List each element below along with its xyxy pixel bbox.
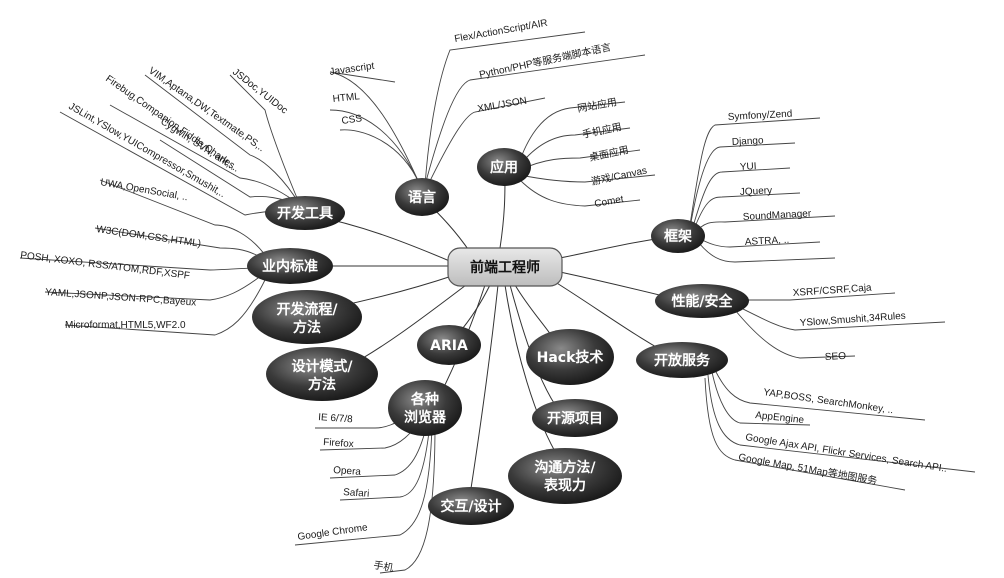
leaf-jsdoc: JSDoc,YUIDoc <box>230 67 289 117</box>
topic-lang: 语言 <box>395 178 449 216</box>
svg-text:方法: 方法 <box>293 319 321 336</box>
svg-text:ARIA: ARIA <box>430 338 468 354</box>
svg-text:开源项目: 开源项目 <box>547 410 603 427</box>
leaf-flex: Flex/ActionScript/AIR <box>454 18 549 45</box>
leaf-appengine: AppEngine <box>755 410 805 426</box>
leaf-w3c: W3C(DOM,CSS,HTML) <box>96 224 202 250</box>
topic-interaction: 交互/设计 <box>428 487 514 525</box>
leaf-mobile: 手机 <box>372 558 394 574</box>
topic-pattern: 设计模式/ 方法 <box>266 347 378 401</box>
leaf-web-app: 网站应用 <box>576 95 618 115</box>
center-node: 前端工程师 <box>447 247 563 287</box>
leaf-game-canvas: 游戏/Canvas <box>590 163 648 188</box>
leaf-yui: YUI <box>740 161 757 173</box>
leaf-ie: IE 6/7/8 <box>318 412 354 425</box>
leaf-desktop-app: 桌面应用 <box>588 143 630 164</box>
leaf-yslow: YSlow,Smushit,34Rules <box>799 311 906 329</box>
leaf-opera: Opera <box>333 465 362 478</box>
svg-text:方法: 方法 <box>308 376 336 393</box>
svg-text:开发工具: 开发工具 <box>277 205 333 222</box>
topic-nodes: 语言 应用 开发工具 框架 业内标准 开发流程/ 方法 设计模式/ 方法 <box>247 148 749 525</box>
leaf-mobile-app: 手机应用 <box>581 120 623 141</box>
leaf-python-php: Python/PHP等服务端脚本语言 <box>478 40 612 81</box>
leaf-seo: SEO <box>825 351 847 363</box>
svg-text:交互/设计: 交互/设计 <box>440 498 501 515</box>
center-title: 前端工程师 <box>470 259 540 276</box>
svg-text:业内标准: 业内标准 <box>262 258 318 275</box>
topic-devtools: 开发工具 <box>265 196 345 230</box>
svg-text:语言: 语言 <box>408 189 436 206</box>
leaf-comet: Comet <box>594 194 625 210</box>
leaf-xsrf: XSRF/CSRF,Caja <box>792 282 872 299</box>
svg-text:开发流程/: 开发流程/ <box>276 301 338 318</box>
svg-text:浏览器: 浏览器 <box>404 409 447 426</box>
topic-aria: ARIA <box>417 325 481 365</box>
svg-text:应用: 应用 <box>490 159 518 176</box>
topic-perf: 性能/安全 <box>655 284 749 318</box>
leaf-safari: Safari <box>343 487 370 500</box>
leaf-yaml: YAML,JSONP,JSON-RPC,Bayeux <box>45 287 197 309</box>
leaf-uwa: UWA,OpenSocial, .. <box>99 177 188 203</box>
svg-text:表现力: 表现力 <box>543 477 586 494</box>
topic-opensource: 开源项目 <box>532 399 618 437</box>
topic-framework: 框架 <box>651 219 705 253</box>
topic-app: 应用 <box>477 148 531 186</box>
topic-hack: Hack技术 <box>526 329 614 385</box>
leaf-lines <box>19 31 976 574</box>
leaf-jquery: JQuery <box>740 185 773 198</box>
svg-text:性能/安全: 性能/安全 <box>671 293 733 310</box>
leaf-chrome: Google Chrome <box>297 522 369 543</box>
leaf-microformat: Microformat,HTML5,WF2.0 <box>65 320 186 331</box>
topic-open: 开放服务 <box>636 342 728 378</box>
leaf-html: HTML <box>332 91 361 105</box>
leaf-css: CSS <box>341 113 363 127</box>
svg-text:Hack技术: Hack技术 <box>537 349 604 366</box>
topic-comm: 沟通方法/ 表现力 <box>508 448 622 504</box>
leaf-posh: POSH, XOXO, RSS/ATOM,RDF,XSPF <box>20 250 191 282</box>
svg-text:各种: 各种 <box>410 391 439 408</box>
svg-text:设计模式/: 设计模式/ <box>291 358 353 375</box>
leaf-django: Django <box>732 135 765 148</box>
svg-text:开放服务: 开放服务 <box>654 352 711 369</box>
leaf-astra: ASTRA, .. <box>745 235 790 248</box>
topic-process: 开发流程/ 方法 <box>252 290 362 344</box>
topic-standards: 业内标准 <box>247 248 333 284</box>
topic-browsers: 各种 浏览器 <box>388 380 462 436</box>
leaf-soundmanager: SoundManager <box>743 208 813 223</box>
svg-text:沟通方法/: 沟通方法/ <box>534 459 596 476</box>
leaf-symfony: Symfony/Zend <box>728 109 793 123</box>
svg-text:框架: 框架 <box>664 228 692 245</box>
leaf-firefox: Firefox <box>323 437 354 450</box>
center-links <box>295 174 701 496</box>
leaf-xml-json: XML/JSON <box>477 95 528 115</box>
